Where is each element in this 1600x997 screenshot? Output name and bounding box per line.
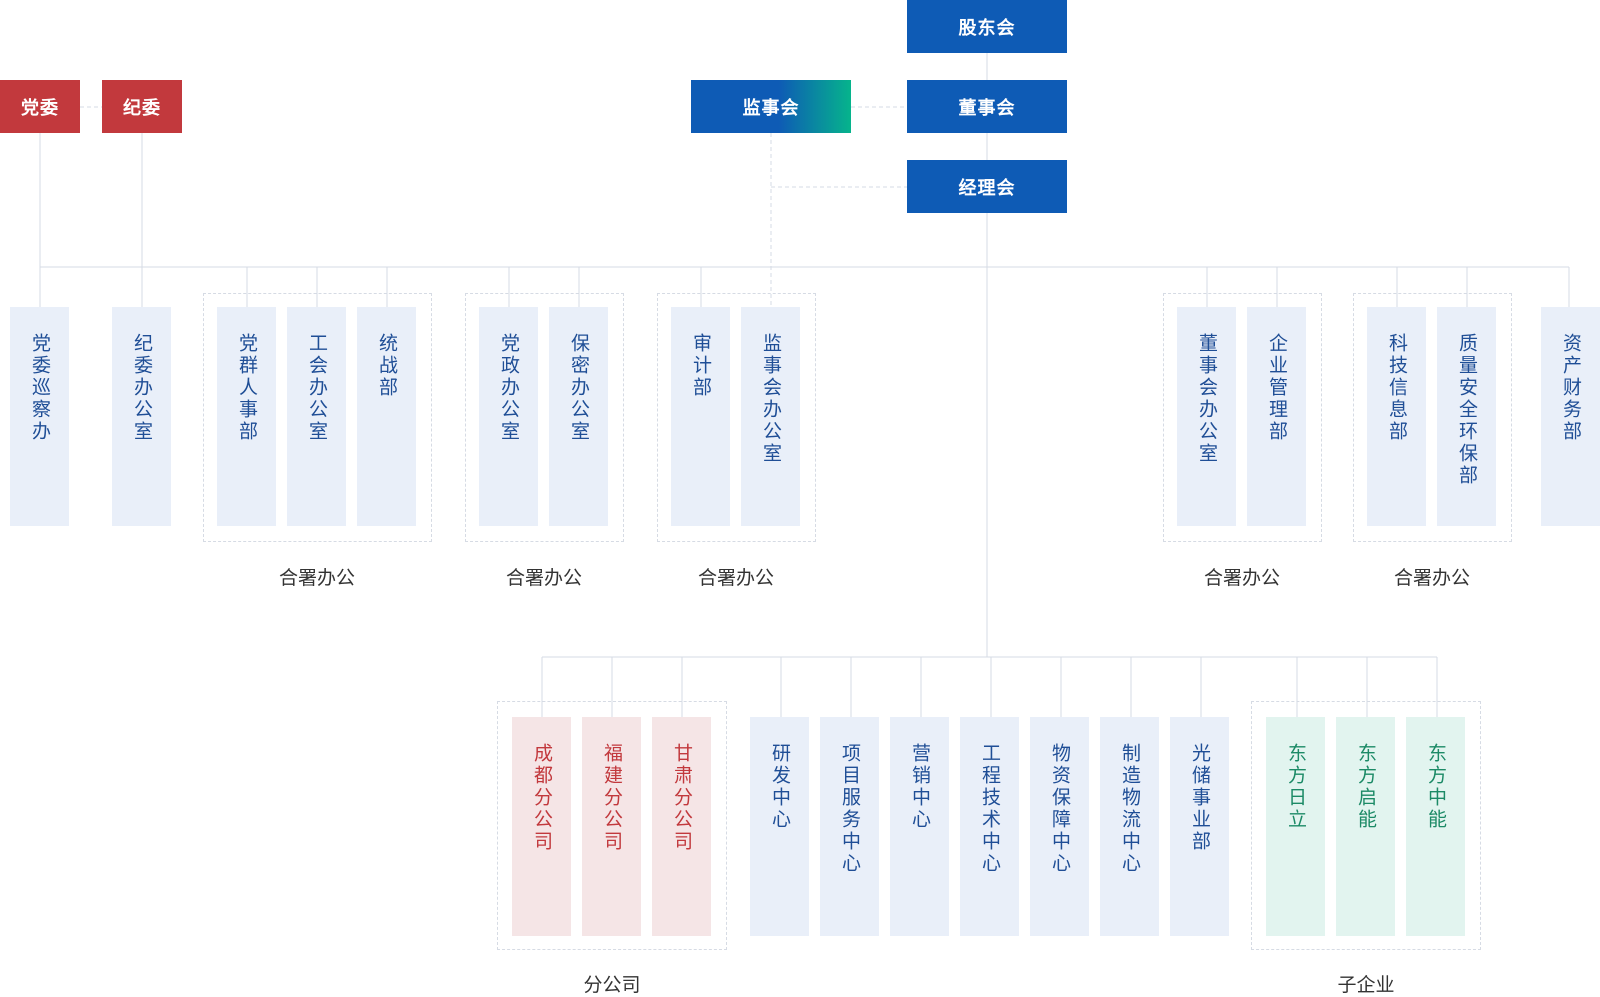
center-project-service: 项目服务中心	[820, 717, 879, 936]
upper-group-label-1: 合署办公	[278, 568, 355, 589]
center-label: 营销中心	[909, 743, 930, 831]
branches-group-label: 分公司	[583, 975, 641, 996]
supervisors-label: 监事会	[742, 97, 800, 118]
dept-union-office: 工会办公室	[287, 307, 346, 526]
dept-united-front: 统战部	[357, 307, 416, 526]
dept-label: 审计部	[690, 333, 711, 399]
branch-fujian: 福建分公司	[582, 717, 641, 936]
branch-label: 福建分公司	[601, 743, 622, 853]
subsidiaries-group-label: 子企业	[1337, 975, 1395, 996]
dept-tech-info: 科技信息部	[1367, 307, 1426, 526]
dept-audit: 审计部	[671, 307, 730, 526]
upper-group-2	[465, 293, 624, 542]
center-label: 研发中心	[769, 743, 790, 831]
upper-group-5	[1353, 293, 1512, 542]
subsidiary-zhongneng: 东方中能	[1406, 717, 1465, 936]
dept-party-hr: 党群人事部	[217, 307, 276, 526]
discipline-committee-label: 纪委	[123, 97, 161, 118]
dept-party-inspection-office: 党委巡察办	[10, 307, 69, 526]
dept-label: 纪委办公室	[131, 333, 152, 443]
party-committee-box: 党委	[0, 80, 80, 133]
dept-discipline-office: 纪委办公室	[112, 307, 171, 526]
upper-group-1	[203, 293, 432, 542]
center-label: 物资保障中心	[1049, 743, 1070, 875]
dept-label: 保密办公室	[568, 333, 589, 443]
branch-chengdu: 成都分公司	[512, 717, 571, 936]
subsidiary-hitachi: 东方日立	[1266, 717, 1325, 936]
upper-group-label-5: 合署办公	[1393, 568, 1470, 589]
subsidiary-label: 东方日立	[1285, 743, 1306, 831]
dept-asset-finance: 资产财务部	[1541, 307, 1600, 526]
discipline-committee-box: 纪委	[102, 80, 182, 133]
branches-group	[497, 701, 727, 950]
branch-gansu: 甘肃分公司	[652, 717, 711, 936]
dept-enterprise-mgmt: 企业管理部	[1247, 307, 1306, 526]
dept-secrecy-office: 保密办公室	[549, 307, 608, 526]
party-committee-label: 党委	[21, 97, 59, 118]
center-pv-storage: 光储事业部	[1170, 717, 1229, 936]
subsidiaries-group	[1251, 701, 1481, 950]
subsidiary-label: 东方中能	[1425, 743, 1446, 831]
dept-quality-safety-env: 质量安全环保部	[1437, 307, 1496, 526]
dept-label: 工会办公室	[306, 333, 327, 443]
shareholders-box: 股东会	[907, 0, 1067, 53]
center-materials: 物资保障中心	[1030, 717, 1089, 936]
branch-label: 成都分公司	[531, 743, 552, 853]
center-label: 制造物流中心	[1119, 743, 1140, 875]
board-box: 董事会	[907, 80, 1067, 133]
branch-label: 甘肃分公司	[671, 743, 692, 853]
shareholders-label: 股东会	[958, 17, 1016, 38]
subsidiary-qineng: 东方启能	[1336, 717, 1395, 936]
dept-label: 党委巡察办	[29, 333, 50, 443]
center-marketing: 营销中心	[890, 717, 949, 936]
center-rnd: 研发中心	[750, 717, 809, 936]
upper-group-4	[1163, 293, 1322, 542]
dept-label: 质量安全环保部	[1456, 333, 1477, 487]
center-manufacturing-logistics: 制造物流中心	[1100, 717, 1159, 936]
upper-group-label-4: 合署办公	[1203, 568, 1280, 589]
managers-label: 经理会	[958, 177, 1016, 198]
dept-label: 董事会办公室	[1196, 333, 1217, 465]
managers-box: 经理会	[907, 160, 1067, 213]
dept-board-office: 董事会办公室	[1177, 307, 1236, 526]
center-engineering: 工程技术中心	[960, 717, 1019, 936]
supervisors-box: 监事会	[691, 80, 851, 133]
board-label: 董事会	[958, 97, 1016, 118]
center-label: 光储事业部	[1189, 743, 1210, 853]
dept-supervisors-office: 监事会办公室	[741, 307, 800, 526]
dept-label: 统战部	[376, 333, 397, 399]
upper-group-3	[657, 293, 816, 542]
center-label: 工程技术中心	[979, 743, 1000, 875]
subsidiary-label: 东方启能	[1355, 743, 1376, 831]
dept-label: 科技信息部	[1386, 333, 1407, 443]
dept-party-gov-office: 党政办公室	[479, 307, 538, 526]
dept-label: 企业管理部	[1266, 333, 1287, 443]
dept-label: 资产财务部	[1560, 333, 1581, 443]
dept-label: 监事会办公室	[760, 333, 781, 465]
dept-label: 党政办公室	[498, 333, 519, 443]
upper-group-label-3: 合署办公	[697, 568, 774, 589]
dept-label: 党群人事部	[236, 333, 257, 443]
center-label: 项目服务中心	[839, 743, 860, 875]
upper-group-label-2: 合署办公	[505, 568, 582, 589]
